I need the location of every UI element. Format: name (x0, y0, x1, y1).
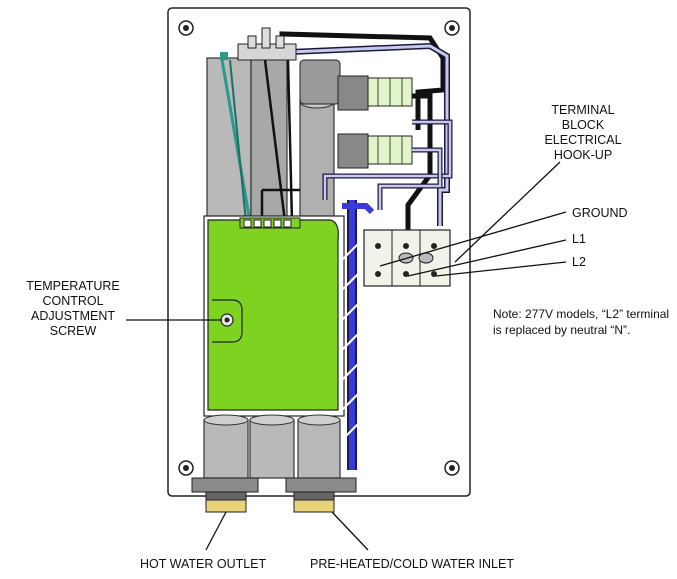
label-temperature-screw: TEMPERATURE CONTROL ADJUSTMENT SCREW (14, 279, 132, 339)
leader-ground (379, 211, 567, 267)
note-277v: Note: 277V models, “L2” terminal is repl… (493, 307, 670, 337)
leader-l1 (407, 239, 567, 277)
cold-water-inlet-fitting (285, 477, 357, 513)
heating-element-lower (203, 414, 341, 479)
label-hot-water-outlet: HOT WATER OUTLET (140, 557, 267, 571)
leader-hot-water (205, 511, 227, 551)
label-terminal-block-line4: HOOK-UP (553, 148, 613, 162)
mounting-hole-top-left (178, 20, 194, 36)
mounting-hole-bottom-left (178, 460, 194, 476)
label-terminal-block-line3: ELECTRICAL (544, 133, 622, 147)
leader-cold-water (331, 511, 369, 551)
wire-teal (220, 59, 252, 223)
temperature-adjustment-screw (220, 313, 234, 327)
wire-black-top-loop (279, 31, 446, 130)
mounting-hole-bottom-right (444, 460, 460, 476)
leader-lines (126, 161, 567, 551)
label-terminal-block: TERMINAL BLOCK ELECTRICAL HOOK-UP (538, 103, 628, 163)
leader-terminal-block (454, 161, 561, 263)
leader-l2 (435, 261, 567, 277)
top-manifold (220, 27, 341, 105)
label-temperature-screw-line4: SCREW (49, 324, 97, 338)
label-terminal-block-line2: BLOCK (561, 118, 605, 132)
label-temperature-screw-line2: CONTROL (42, 294, 104, 308)
label-cold-water-inlet: PRE-HEATED/COLD WATER INLET (310, 557, 514, 571)
label-l2: L2 (572, 255, 586, 269)
label-temperature-screw-line3: ADJUSTMENT (30, 309, 116, 323)
label-terminal-block-line1: TERMINAL (551, 103, 615, 117)
connector-lower (337, 133, 413, 169)
connector-upper (337, 75, 413, 111)
label-temperature-screw-line1: TEMPERATURE (26, 279, 120, 293)
label-ground: GROUND (572, 206, 628, 220)
label-l1: L1 (572, 232, 586, 246)
wire-bundle-stripes (341, 239, 363, 441)
mounting-hole-top-right (444, 20, 460, 36)
